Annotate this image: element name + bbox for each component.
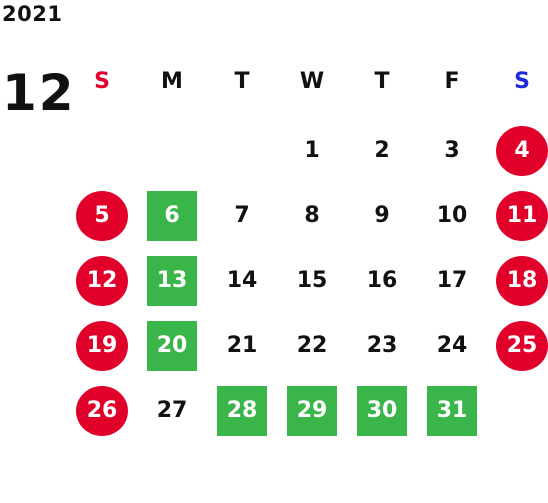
calendar-day-10[interactable]: 10 bbox=[436, 203, 468, 228]
calendar-day-4[interactable]: 4 bbox=[496, 126, 548, 176]
calendar-day-5[interactable]: 5 bbox=[76, 191, 128, 241]
calendar-day-16[interactable]: 16 bbox=[366, 268, 398, 293]
calendar-day-8[interactable]: 8 bbox=[304, 203, 320, 228]
calendar-day-7[interactable]: 7 bbox=[234, 203, 250, 228]
weekday-friday: F bbox=[444, 69, 460, 94]
weekday-monday: M bbox=[161, 69, 183, 94]
calendar-day-28[interactable]: 28 bbox=[216, 386, 268, 436]
calendar-day-9[interactable]: 9 bbox=[374, 203, 390, 228]
calendar-day-11[interactable]: 11 bbox=[496, 191, 548, 241]
calendar-month: 12 bbox=[2, 64, 76, 122]
calendar-day-26[interactable]: 26 bbox=[76, 386, 128, 436]
calendar-day-1[interactable]: 1 bbox=[304, 138, 320, 163]
calendar-day-12[interactable]: 12 bbox=[76, 256, 128, 306]
calendar-day-17[interactable]: 17 bbox=[436, 268, 468, 293]
calendar-day-19[interactable]: 19 bbox=[76, 321, 128, 371]
calendar-day-2[interactable]: 2 bbox=[374, 138, 390, 163]
weekday-tuesday: T bbox=[234, 69, 250, 94]
calendar-day-14[interactable]: 14 bbox=[226, 268, 258, 293]
calendar-day-27[interactable]: 27 bbox=[156, 398, 188, 423]
calendar-day-3[interactable]: 3 bbox=[444, 138, 460, 163]
calendar-day-31[interactable]: 31 bbox=[426, 386, 478, 436]
weekday-wednesday: W bbox=[299, 69, 325, 94]
weekday-thursday: T bbox=[374, 69, 390, 94]
weekday-sunday: S bbox=[94, 69, 110, 94]
calendar-year: 2021 bbox=[2, 2, 63, 26]
calendar-day-6[interactable]: 6 bbox=[146, 191, 198, 241]
calendar-day-30[interactable]: 30 bbox=[356, 386, 408, 436]
calendar-day-13[interactable]: 13 bbox=[146, 256, 198, 306]
calendar-day-18[interactable]: 18 bbox=[496, 256, 548, 306]
calendar-day-22[interactable]: 22 bbox=[296, 333, 328, 358]
calendar-day-21[interactable]: 21 bbox=[226, 333, 258, 358]
calendar-day-25[interactable]: 25 bbox=[496, 321, 548, 371]
calendar-day-23[interactable]: 23 bbox=[366, 333, 398, 358]
calendar-day-20[interactable]: 20 bbox=[146, 321, 198, 371]
calendar-day-29[interactable]: 29 bbox=[286, 386, 338, 436]
calendar-day-15[interactable]: 15 bbox=[296, 268, 328, 293]
calendar-day-24[interactable]: 24 bbox=[436, 333, 468, 358]
weekday-saturday: S bbox=[514, 69, 530, 94]
